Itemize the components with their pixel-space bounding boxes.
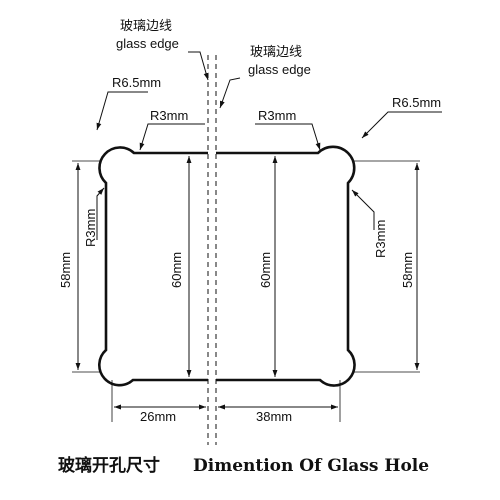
glass-edge-en-label-left: glass edge	[116, 36, 179, 51]
leader-r6-5-right	[361, 111, 442, 139]
glass-edge-en-label-right: glass edge	[248, 62, 311, 77]
dim-58mm-left-label: 58mm	[58, 252, 73, 288]
r3-label-top-left: R3mm	[150, 108, 188, 123]
caption-en: Dimention Of Glass Hole	[193, 456, 429, 476]
right-hole-outline	[216, 145, 356, 387]
leader-r6-5-left	[96, 91, 148, 131]
dim-60mm-right-label: 60mm	[258, 252, 273, 288]
dim-58mm-right-label: 58mm	[400, 252, 415, 288]
leader-r3-side-left	[96, 187, 105, 240]
leader-r3-side-right	[351, 189, 375, 230]
r3-label-side-right: R3mm	[373, 220, 388, 258]
r3-label-side-left: R3mm	[83, 209, 98, 247]
glass-edge-cn-label-right: 玻璃边线	[250, 44, 302, 59]
leader-glass-edge-left	[188, 51, 209, 81]
glass-edge-cn-label-left: 玻璃边线	[120, 18, 172, 33]
dim-26mm-label: 26mm	[140, 409, 176, 424]
r6-5-label-left: R6.5mm	[112, 75, 161, 90]
r6-5-label-right: R6.5mm	[392, 95, 441, 110]
left-hole-outline	[98, 146, 208, 387]
dim-60mm-left-label: 60mm	[169, 252, 184, 288]
leader-r3-top-right	[255, 123, 321, 151]
leader-glass-edge-right	[219, 77, 241, 109]
r3-label-top-right: R3mm	[258, 108, 296, 123]
dim-38mm-label: 38mm	[256, 409, 292, 424]
leader-r3-top-left	[139, 123, 205, 151]
caption-cn: 玻璃开孔尺寸	[58, 455, 160, 476]
